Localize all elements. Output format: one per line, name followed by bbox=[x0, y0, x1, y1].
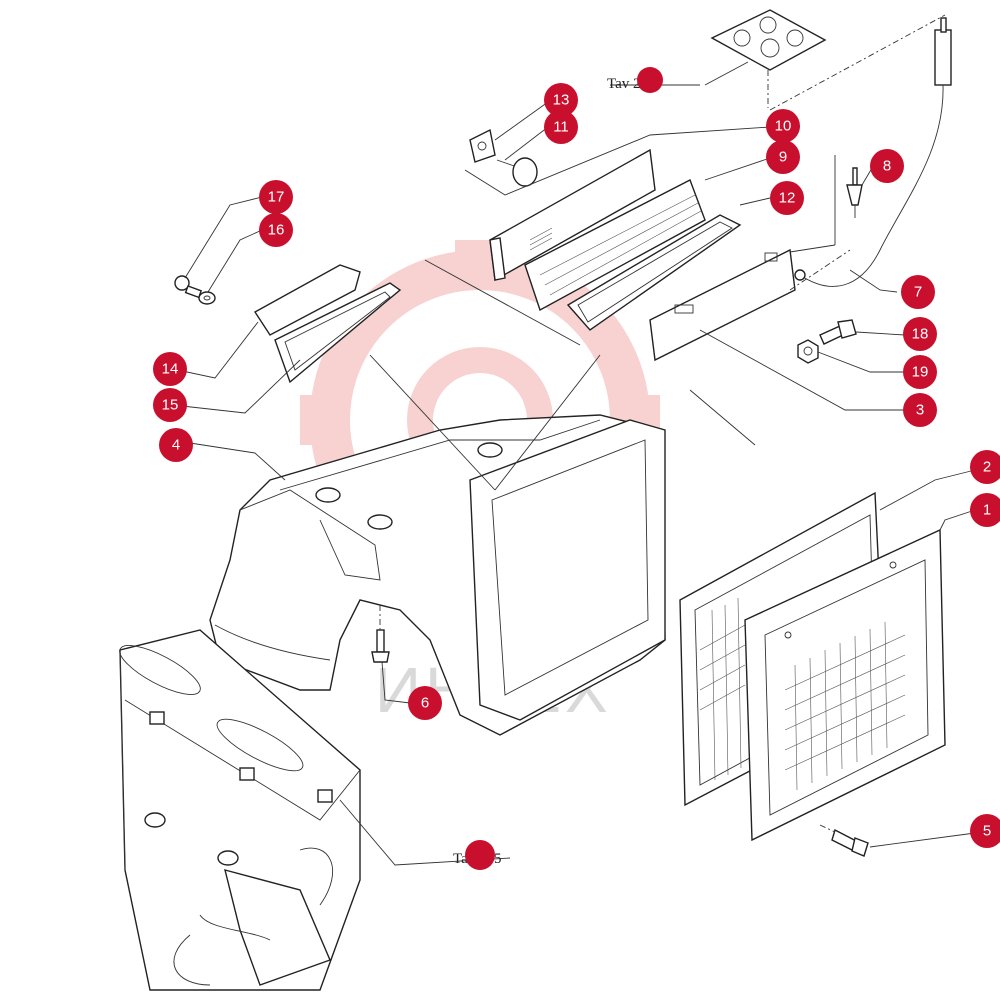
callout-13: 13 bbox=[544, 83, 578, 117]
svg-text:11: 11 bbox=[553, 119, 569, 136]
svg-text:16: 16 bbox=[268, 222, 285, 239]
callout-2: 2 bbox=[970, 450, 1000, 484]
part-engine-block bbox=[119, 629, 361, 991]
part-cover-10 bbox=[489, 148, 656, 282]
callout-12: 12 bbox=[770, 181, 804, 215]
svg-text:5: 5 bbox=[983, 823, 991, 840]
part-plate-3 bbox=[649, 248, 796, 362]
callout-10: 10 bbox=[766, 109, 800, 143]
svg-text:17: 17 bbox=[268, 189, 285, 206]
callout-3: 3 bbox=[903, 393, 937, 427]
svg-text:8: 8 bbox=[883, 158, 891, 175]
svg-text:6: 6 bbox=[421, 695, 429, 712]
part-bracket-13 bbox=[469, 128, 496, 163]
part-washer-16 bbox=[198, 291, 216, 305]
callout-17: 17 bbox=[259, 180, 293, 214]
svg-text:12: 12 bbox=[779, 190, 796, 207]
part-sensor-7 bbox=[794, 17, 952, 287]
callout-8: 8 bbox=[870, 149, 904, 183]
svg-text:18: 18 bbox=[912, 326, 929, 343]
part-screw-6 bbox=[371, 629, 390, 663]
callout-1: 1 bbox=[970, 493, 1000, 527]
part-pin-8 bbox=[846, 167, 863, 218]
callout-6: 6 bbox=[408, 686, 442, 720]
part-nut-19 bbox=[797, 339, 819, 364]
part-knob-11 bbox=[496, 157, 538, 187]
part-screw-5 bbox=[831, 828, 869, 857]
callout-4: 4 bbox=[159, 428, 193, 462]
callout-15: 15 bbox=[153, 388, 187, 422]
svg-text:7: 7 bbox=[914, 284, 922, 301]
callout-19: 19 bbox=[903, 355, 937, 389]
svg-text:14: 14 bbox=[162, 361, 179, 378]
callout-9: 9 bbox=[766, 140, 800, 174]
part-screw-17 bbox=[174, 275, 203, 299]
part-filter-9 bbox=[524, 179, 706, 312]
part-top-plate bbox=[710, 9, 827, 71]
callout-5: 5 bbox=[970, 814, 1000, 848]
leader-lines bbox=[172, 61, 976, 866]
svg-text:1: 1 bbox=[983, 502, 991, 519]
svg-text:19: 19 bbox=[912, 364, 929, 381]
svg-text:13: 13 bbox=[553, 92, 570, 109]
part-frame bbox=[744, 528, 946, 842]
svg-text:15: 15 bbox=[162, 397, 179, 414]
callout-7: 7 bbox=[901, 275, 935, 309]
ref-dot-bottom bbox=[465, 840, 495, 870]
axis-lines bbox=[379, 14, 946, 833]
part-housing bbox=[209, 414, 666, 736]
part-screw-18 bbox=[819, 319, 857, 345]
svg-text:4: 4 bbox=[172, 437, 180, 454]
callout-11: 11 bbox=[544, 110, 578, 144]
svg-text:3: 3 bbox=[916, 402, 924, 419]
svg-text:9: 9 bbox=[779, 149, 787, 166]
part-gasket-15 bbox=[274, 282, 402, 384]
part-cover-14 bbox=[254, 264, 361, 336]
ref-dot-top bbox=[637, 67, 663, 93]
part-gasket-12 bbox=[566, 214, 742, 331]
callout-14: 14 bbox=[153, 352, 187, 386]
svg-text:10: 10 bbox=[775, 118, 792, 135]
svg-text:2: 2 bbox=[983, 459, 991, 476]
callout-18: 18 bbox=[903, 317, 937, 351]
callout-16: 16 bbox=[259, 213, 293, 247]
